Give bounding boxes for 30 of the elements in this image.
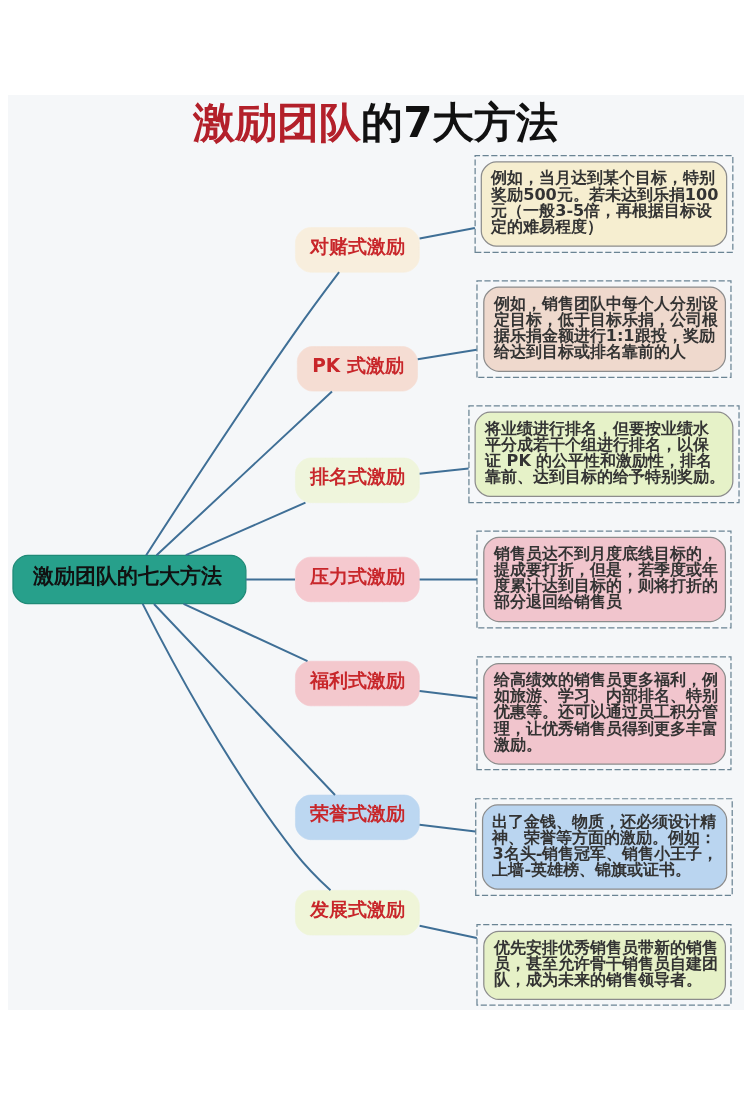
node-box: 激励团队的七大方法 [12, 554, 247, 604]
node-box: PK 式激励 [297, 345, 418, 391]
node-box: 优先安排优秀销售员带新的销售员，甚至允许骨干销售员自建团队，成为未来的销售领导者。 [476, 923, 732, 1006]
node-box: 例如，销售团队中每个人分别设定目标，低于目标乐捐，公司根据乐捐金额进行1:1跟投，奖励给达到目标或排名靠前的人 [476, 279, 732, 378]
connector [141, 602, 332, 891]
connector [416, 348, 478, 360]
connector [145, 270, 341, 556]
node-box: 将业绩进行排名，但要按业绩水平分成若干个组进行排名，以保证 PK 的公平性和激励性，排名靠前、达到目标的给予特别奖励。 [468, 404, 740, 503]
node-box: 给高绩效的销售员更多福利，例如旅游、学习、内部排名、特别优惠等。还可以通过员工积分管理，让优秀销售员得到更多丰富激励。 [476, 655, 732, 770]
connector [418, 689, 478, 699]
node-box: 福利式激励 [295, 660, 420, 706]
node-box: 排名式激励 [295, 457, 420, 503]
connector [418, 226, 476, 239]
diagram-title: 激励团队的7大方法 [192, 97, 559, 147]
connector [245, 577, 296, 580]
connector [182, 602, 309, 662]
connector [418, 577, 478, 580]
connector [155, 389, 333, 556]
connector [418, 924, 478, 939]
connector [418, 823, 477, 833]
connector [418, 467, 470, 475]
node-box: 销售员达不到月度底线目标的，提成要打折，但是，若季度或年度累计达到目标的，则将打折的部分退回给销售员 [476, 530, 732, 628]
connector [184, 501, 307, 556]
node-box: 荣誉式激励 [295, 794, 420, 840]
connector [152, 602, 336, 796]
node-box: 发展式激励 [295, 889, 420, 935]
node-box: 对赌式激励 [295, 226, 420, 272]
node-box: 压力式激励 [295, 556, 420, 602]
node-box: 例如，当月达到某个目标，特别奖励500元。若未达到乐捐100元（一般3-5倍，再根据目标设定的难易程度） [474, 154, 734, 253]
node-box: 出了金钱、物质，还必须设计精神、荣誉等方面的激励。例如：3名头-销售冠军、销售小王子，上墙-英雄榜、锦旗或证书。 [475, 797, 733, 896]
